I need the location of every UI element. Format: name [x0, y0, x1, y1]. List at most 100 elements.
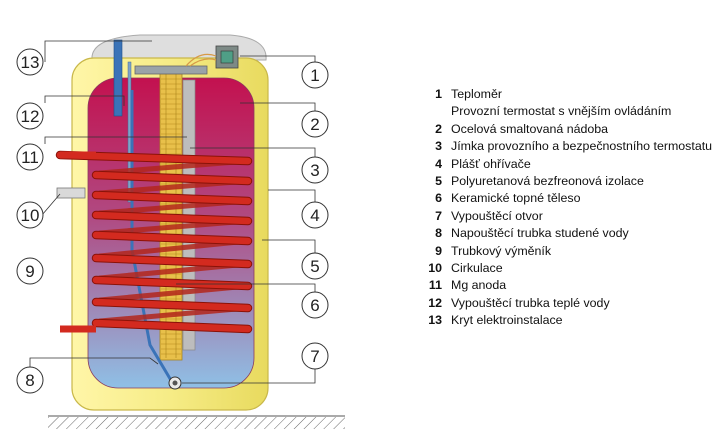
coil-turn [92, 231, 252, 245]
callout-10: 10 [16, 201, 44, 229]
legend-item: 13 Kryt elektroinstalace [420, 312, 712, 329]
legend-item: 1 Teploměr [420, 86, 712, 103]
legend-number: 4 [435, 156, 442, 171]
callout-circle [301, 342, 329, 370]
legend-label: Vypouštěcí otvor [451, 208, 543, 223]
callout-number: 8 [25, 371, 34, 390]
callout-circle [301, 252, 329, 280]
legend-item: 11 Mg anoda [420, 277, 712, 294]
coil-turn [92, 276, 252, 290]
legend-number: 1 [435, 87, 442, 101]
callout-number: 4 [310, 206, 319, 225]
callout-circle [16, 143, 44, 171]
legend-item: 8 Napouštěcí trubka studené vody [420, 225, 712, 242]
legend-item: 5 Polyuretanová bezfreonová izolace [420, 173, 712, 190]
coil-turn [92, 319, 252, 333]
legend-label: Keramické topné těleso [451, 191, 581, 206]
callout-5: 5 [301, 252, 329, 280]
floor-hatch [48, 417, 345, 429]
legend-label: Polyuretanová bezfreonová izolace [451, 174, 644, 189]
floor [48, 415, 345, 429]
legend-number: 13 [428, 313, 442, 328]
callout-circle [301, 61, 329, 89]
circulation-fitting [56, 187, 86, 199]
callout-number: 3 [310, 161, 319, 180]
legend-number: 7 [435, 208, 442, 223]
callout-6: 6 [301, 291, 329, 319]
legend-number: 12 [428, 295, 442, 310]
legend-number: 8 [435, 226, 442, 241]
legend-label: Plášť ohřívače [451, 156, 531, 171]
legend-label: Cirkulace [451, 261, 503, 276]
callout-circle [16, 201, 44, 229]
legend-label: Teploměr [451, 87, 502, 101]
callout-3: 3 [301, 156, 329, 184]
legend-item: 10 Cirkulace [420, 260, 712, 277]
hot-water-outlet-pipe [113, 39, 123, 117]
callout-circle [16, 366, 44, 394]
callout-1: 1 [301, 61, 329, 89]
element-flange [134, 65, 208, 75]
legend-number: 9 [435, 243, 442, 258]
callout-13: 13 [16, 48, 44, 76]
callout-number: 6 [310, 296, 319, 315]
legend-number [420, 103, 442, 120]
legend-item: 6 Keramické topné těleso [420, 190, 712, 207]
coil-turn [92, 171, 252, 185]
legend-number: 10 [428, 261, 442, 276]
callout-circle [301, 291, 329, 319]
callout-circle [16, 257, 44, 285]
legend-label: Provozní termostat s vnějším ovládáním [451, 104, 672, 119]
legend-item: 9 Trubkový výměník [420, 243, 712, 260]
callout-9: 9 [16, 257, 44, 285]
legend-label: Kryt elektroinstalace [451, 313, 563, 328]
callout-number: 2 [310, 115, 319, 134]
legend-label: Napouštěcí trubka studené vody [451, 226, 629, 241]
legend-label: Vypouštěcí trubka teplé vody [451, 295, 610, 310]
legend-number: 3 [435, 139, 442, 154]
callout-number: 7 [310, 347, 319, 366]
callout-number: 10 [21, 206, 40, 225]
callout-number: 12 [21, 107, 40, 126]
drain-valve-icon [168, 376, 182, 390]
legend-label: Mg anoda [451, 278, 507, 293]
coil-turn [92, 298, 252, 312]
coil-turn [92, 254, 252, 268]
legend-number: 6 [435, 191, 442, 206]
callout-number: 11 [21, 148, 39, 167]
callout-11: 11 [16, 143, 44, 171]
callout-number: 9 [25, 262, 34, 281]
callout-circle [16, 102, 44, 130]
legend-item: 3 Jímka provozního a bezpečnostního termo… [420, 138, 712, 155]
tube-heat-exchanger [55, 150, 253, 334]
thermostat-icon [185, 45, 239, 69]
legend-number: 11 [428, 278, 442, 293]
callout-8: 8 [16, 366, 44, 394]
callout-circle [301, 110, 329, 138]
callout-12: 12 [16, 102, 44, 130]
legend-label: Jímka provozního a bezpečnostního termos… [451, 139, 713, 154]
legend-item: 4 Plášť ohřívače [420, 156, 712, 173]
callout-4: 4 [301, 201, 329, 229]
callout-number: 13 [21, 53, 40, 72]
callout-circle [301, 201, 329, 229]
callout-7: 7 [301, 342, 329, 370]
legend-number: 2 [435, 121, 442, 136]
legend-item: Provozní termostat s vnějším ovládáním [420, 103, 712, 120]
coil-turn [92, 211, 252, 225]
legend-label: Ocelová smaltovaná nádoba [451, 121, 609, 136]
callout-number: 1 [310, 66, 319, 85]
callout-circle [16, 48, 44, 76]
callout-number: 5 [310, 257, 319, 276]
legend-item: 12 Vypouštěcí trubka teplé vody [420, 295, 712, 312]
legend-number: 5 [435, 174, 442, 189]
legend-label: Trubkový výměník [451, 243, 552, 258]
callout-circle [301, 156, 329, 184]
coil-turn [92, 191, 252, 205]
legend-item: 7 Vypouštěcí otvor [420, 208, 712, 225]
callout-2: 2 [301, 110, 329, 138]
leader-lines [29, 40, 316, 384]
